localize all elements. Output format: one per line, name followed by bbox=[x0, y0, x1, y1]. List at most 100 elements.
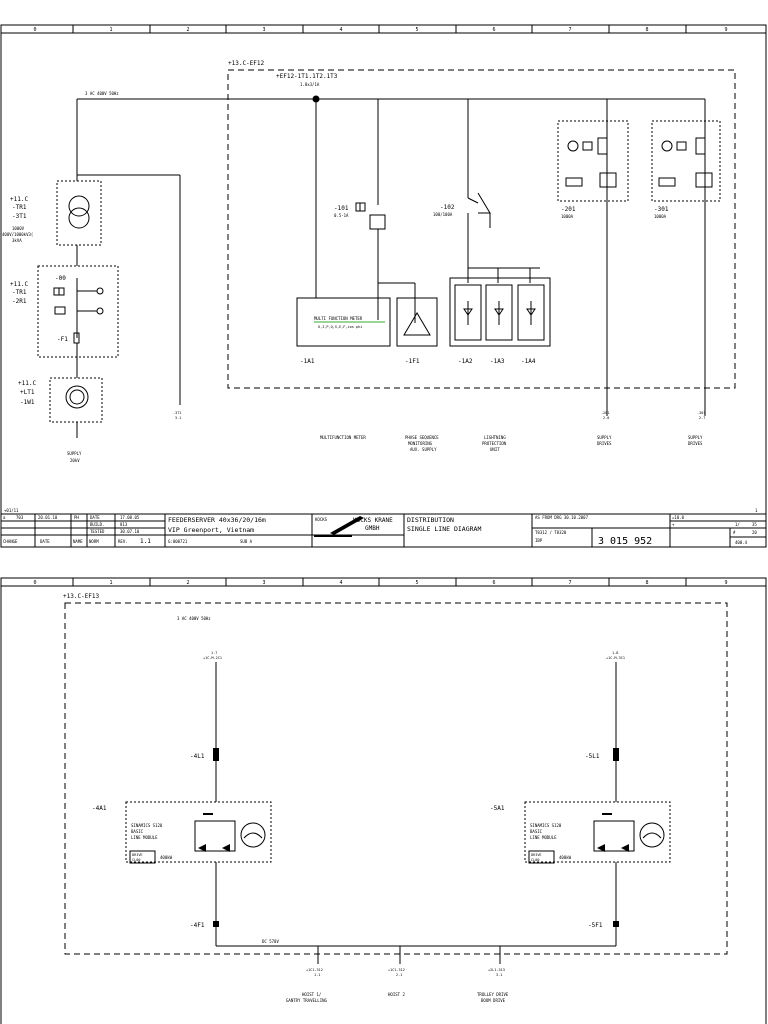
line-module-left bbox=[125, 801, 272, 863]
desc-supply: DRIVES bbox=[688, 441, 703, 446]
top-ref-left: 1.7 bbox=[211, 651, 217, 655]
ref-out: +1C1-312 bbox=[388, 968, 405, 972]
transformer-spec: 400V/1000kV3( bbox=[2, 232, 33, 237]
tb-cell: TESTED bbox=[90, 529, 105, 534]
switch-icon bbox=[54, 306, 66, 315]
ref-301-b: 2.7 bbox=[699, 416, 705, 420]
drive-code: CL00 bbox=[531, 858, 539, 862]
drawing-desc: SINGLE LINE DIAGRAM bbox=[407, 525, 481, 533]
cabinet-ef13-boundary bbox=[64, 602, 728, 955]
drawing-desc: DISTRIBUTION bbox=[407, 516, 454, 524]
drive-code: CL00 bbox=[132, 858, 140, 862]
project-location: VIP Greenport, Vietnam bbox=[168, 526, 254, 534]
sheet-1-drawing: 0 1 2 3 4 5 6 7 8 9 +13.C-EF12 +EF12-1T1… bbox=[0, 24, 767, 548]
tb-cell: DATE bbox=[90, 515, 100, 520]
meter-box bbox=[296, 297, 391, 347]
grid-col: 0 bbox=[33, 580, 36, 586]
desc-supply: SUPPLY bbox=[688, 435, 703, 440]
control-q0: -00 bbox=[55, 275, 66, 282]
cabinet-ef12-boundary bbox=[227, 69, 736, 389]
relay-icon bbox=[599, 172, 617, 188]
desc-phase: MONITORING bbox=[408, 441, 433, 446]
desc-out: GANTRY TRAVELLING bbox=[286, 998, 328, 1003]
light-tag2: -1W1 bbox=[20, 399, 35, 406]
module-text: SINAMICS S120 bbox=[530, 823, 562, 828]
fuse-left: -4L1 bbox=[190, 753, 205, 760]
tb-cell: BUILD. bbox=[90, 522, 104, 527]
module-text: LINE MODULE bbox=[530, 835, 557, 840]
lightning-unit-box bbox=[449, 277, 551, 347]
tb-cell: DATE bbox=[40, 539, 50, 544]
control-tag2: -2R1 bbox=[12, 298, 27, 305]
sheet-2-drawing: 0 1 2 3 4 5 6 7 8 9 +13.C-EF13 3 AC 400V… bbox=[0, 577, 767, 1024]
project-sub: SUB A bbox=[240, 539, 253, 544]
top-ref-right: 1.8 bbox=[612, 651, 618, 655]
top-ref-right-b: +1C-M-3C1 bbox=[606, 656, 625, 660]
transformer-box bbox=[56, 180, 102, 246]
project-title: FEEDERSERVER 40x36/20/16m bbox=[168, 516, 266, 524]
meter-title: MULTI FUNCTION METER bbox=[314, 316, 363, 321]
line-module-right bbox=[524, 801, 671, 863]
transformer-tag1: -TR1 bbox=[12, 204, 27, 211]
count: 20 bbox=[752, 530, 757, 535]
igbt-icon bbox=[593, 820, 635, 852]
module-text: LINE MODULE bbox=[131, 835, 158, 840]
frame-left: +01/11 bbox=[4, 508, 19, 513]
title-block: a 703 20.01.10 PH DATE 17.08.05 BUILD. 8… bbox=[1, 513, 766, 547]
company-logo bbox=[330, 516, 364, 535]
light-loc: +11.C bbox=[18, 380, 36, 387]
desc-out: HOIST 2 bbox=[388, 992, 405, 997]
grid-header: 0 1 2 3 4 5 6 7 8 9 bbox=[33, 25, 728, 33]
supply-label: 20kV bbox=[70, 458, 80, 463]
brand-gmbh: GMBH bbox=[365, 525, 380, 532]
brand-name: KOCKS KRANE bbox=[353, 517, 393, 524]
supply-line-label: 3 AC 400V 50Hz bbox=[177, 616, 211, 621]
tb-cell: 813 bbox=[120, 522, 128, 527]
ref-out-b: 2.1 bbox=[396, 973, 402, 977]
ref-out-b: 3.1 bbox=[496, 973, 502, 977]
feeder-301-box bbox=[651, 120, 721, 202]
grid-col: 8 bbox=[645, 27, 648, 33]
motor-icon bbox=[661, 140, 673, 152]
tb-cell: 17.08.05 bbox=[120, 515, 140, 520]
page-total: 35 bbox=[752, 522, 757, 527]
tb-cell: REV. bbox=[118, 539, 128, 544]
busbar-tag: +EF12-1T1.1T2.1T3 bbox=[276, 73, 338, 80]
feeder-201-box bbox=[557, 120, 629, 202]
ref-out: +2L1-313 bbox=[488, 968, 505, 972]
meter-sub: U,I,P,Q,S,E,F,cos phi bbox=[318, 325, 362, 329]
module-text: BASIC bbox=[530, 829, 543, 834]
feeder-201-tag: -201 bbox=[561, 206, 576, 213]
desc-out: BOOM DRIVE bbox=[481, 998, 506, 1003]
arrester-icon bbox=[463, 301, 473, 325]
grid-col: 6 bbox=[492, 27, 495, 33]
grid-col: 8 bbox=[645, 580, 648, 586]
desc-light: LIGHTNING bbox=[484, 435, 506, 440]
out-right: -5F1 bbox=[588, 922, 603, 929]
brand-small: KOCKS bbox=[315, 517, 328, 522]
ref-301: -301 bbox=[697, 411, 705, 415]
ident-small: IBP bbox=[535, 538, 543, 543]
igbt-icon bbox=[194, 820, 236, 852]
ident-plus: + bbox=[672, 522, 675, 527]
phase-icon bbox=[403, 312, 431, 336]
desc-light: PROTECTION bbox=[482, 441, 507, 446]
light-box bbox=[49, 377, 103, 423]
arrester-icon bbox=[526, 301, 536, 325]
module-text: BASIC bbox=[131, 829, 144, 834]
feeder-301-tag: -301 bbox=[654, 206, 669, 213]
ident: =10.0 bbox=[672, 515, 685, 520]
desc-phase: AUX. SUPPLY bbox=[410, 447, 437, 452]
transformer-loc: +11.C bbox=[10, 196, 28, 203]
fuse-icon bbox=[213, 748, 219, 761]
tb-cell: 703 bbox=[16, 515, 24, 520]
cabinet-tag: +13.C-EF12 bbox=[228, 60, 265, 67]
tb-cell: a bbox=[3, 515, 6, 520]
breaker-102-tag: -102 bbox=[440, 204, 455, 211]
unit-left: -4A1 bbox=[92, 805, 107, 812]
desc-phase: PHASE SEQUENCE bbox=[405, 435, 439, 440]
grid-col: 4 bbox=[339, 580, 342, 586]
desc-supply: DRIVES bbox=[597, 441, 612, 446]
grid-col: 9 bbox=[724, 27, 727, 33]
desc-meter: MULTIFUNCTION METER bbox=[320, 435, 366, 440]
